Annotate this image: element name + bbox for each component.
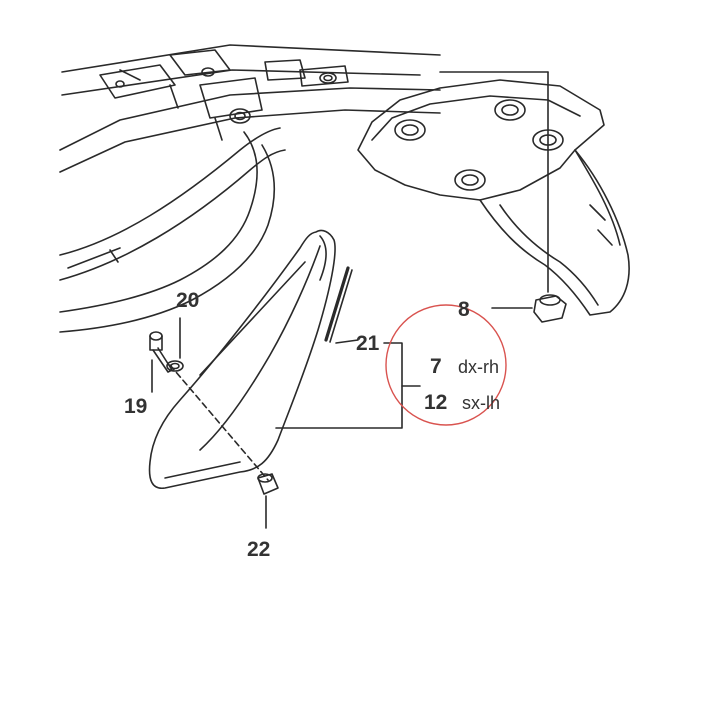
frame-structure xyxy=(59,44,441,333)
callout-22: 22 xyxy=(247,538,271,561)
side-cover-panel xyxy=(148,229,336,489)
callout-bracket xyxy=(275,342,421,429)
nut-part-8 xyxy=(491,294,567,323)
callout-21: 21 xyxy=(356,332,380,355)
highlight-circle xyxy=(385,304,507,426)
callout-19: 19 xyxy=(124,395,148,418)
callout-7: 7 xyxy=(430,355,442,378)
rear-bracket-assembly xyxy=(357,71,630,316)
callout-20: 20 xyxy=(176,289,200,312)
grommet-part-22 xyxy=(257,473,279,529)
callout-8: 8 xyxy=(458,298,470,321)
seal-strip-part-21 xyxy=(324,266,359,344)
callout-12: 12 xyxy=(424,391,448,414)
side-label-right: dx-rh xyxy=(458,357,500,377)
washer-part-20 xyxy=(166,317,184,372)
bolt-part-19 xyxy=(149,331,173,393)
side-label-left: sx-lh xyxy=(462,393,501,413)
